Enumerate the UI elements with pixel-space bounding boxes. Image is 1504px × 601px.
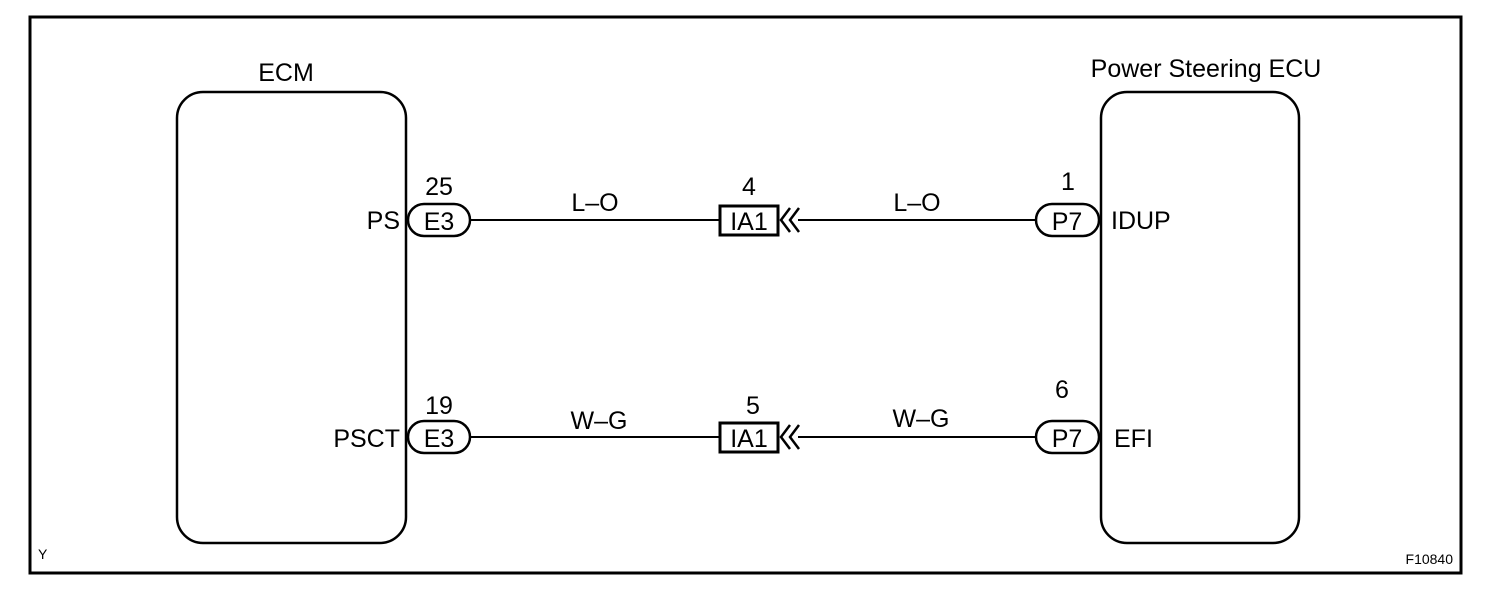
wire-color-label: L–O — [571, 189, 618, 217]
junction-pin-number: 4 — [742, 173, 756, 201]
ecm-title: ECM — [258, 59, 314, 87]
ps-ecu-connector-oval — [1034, 202, 1101, 238]
ps-ecu-connector-oval — [1034, 419, 1101, 455]
ecm-connector-label: E3 — [424, 425, 455, 453]
ps-ecu-connector-label: P7 — [1052, 208, 1083, 236]
ps-ecu-pin-number: 1 — [1061, 168, 1075, 196]
ps-ecu-pin-label: IDUP — [1111, 207, 1171, 235]
junction-connector-box — [718, 204, 780, 237]
junction-pin-number: 5 — [746, 392, 760, 420]
ps-ecu-connector-label: P7 — [1052, 425, 1083, 453]
ecm-block: ECM — [175, 59, 408, 545]
footer-left-mark: Y — [38, 546, 48, 562]
junction-connector-label: IA1 — [730, 208, 768, 236]
junction-connector-label: IA1 — [730, 425, 768, 453]
circuit-ps-idup: PS 25 E3 L–O L–O 4 IA1 1 P7 IDUP — [367, 168, 1171, 238]
ecm-pin-number: 25 — [425, 173, 453, 201]
ecm-box — [175, 90, 408, 545]
circuit-psct-efi: PSCT 19 E3 W–G W–G 5 IA1 6 P7 EFI — [333, 376, 1153, 455]
connector-chevron-icon — [779, 424, 800, 450]
ecm-connector-oval — [406, 419, 472, 455]
wire-color-label: L–O — [893, 189, 940, 217]
ecm-connector-label: E3 — [424, 208, 455, 236]
ps-ecu-title: Power Steering ECU — [1091, 55, 1322, 83]
connector-chevron-icon — [779, 207, 800, 233]
ps-ecu-pin-label: EFI — [1114, 425, 1153, 453]
ps-ecu-box — [1099, 90, 1301, 545]
figure-id: F10840 — [1406, 551, 1454, 567]
ecm-pin-label: PSCT — [333, 425, 400, 453]
wire-color-label: W–G — [893, 405, 950, 433]
diagram-frame — [28, 15, 1463, 575]
ecm-pin-number: 19 — [425, 392, 453, 420]
ecm-pin-label: PS — [367, 207, 400, 235]
wire-color-label: W–G — [571, 407, 628, 435]
junction-connector-box — [718, 421, 780, 454]
ps-ecu-pin-number: 6 — [1055, 376, 1069, 404]
ecm-connector-oval — [406, 202, 472, 238]
ps-ecu-block: Power Steering ECU — [1091, 55, 1322, 545]
